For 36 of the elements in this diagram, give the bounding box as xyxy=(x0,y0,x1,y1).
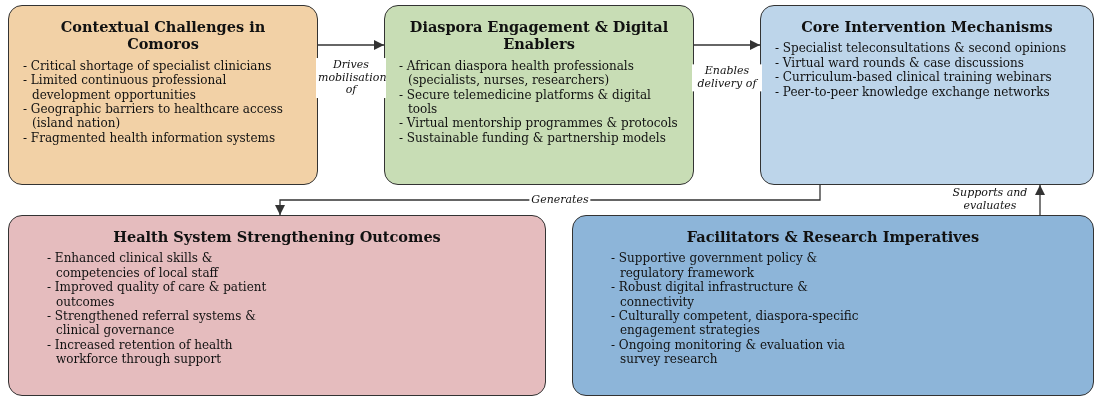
box-heading: Facilitators & Research Imperatives xyxy=(685,228,981,246)
arrow xyxy=(693,39,761,51)
bullet-item: - Sustainable funding & partnership models xyxy=(399,130,667,146)
box-heading: Core Intervention Mechanisms xyxy=(800,18,1054,36)
bullet-item: - Critical shortage of specialist clinicians xyxy=(23,58,273,74)
bullet-item: - Increased retention of health workforce through support xyxy=(47,337,234,367)
arrow xyxy=(1034,184,1046,216)
arrow xyxy=(274,184,821,216)
arrow xyxy=(317,39,385,51)
bullet-item: - Ongoing monitoring & evaluation via survey research xyxy=(611,337,846,367)
bullet-item: - Limited continuous professional development opportunities xyxy=(23,73,228,102)
bullet-item: - Improved quality of care & patient outcomes xyxy=(47,280,268,309)
bullet-item: - Strengthened referral systems & clinical governance xyxy=(47,308,257,338)
box-heading: Contextual Challenges in Comoros xyxy=(59,18,267,53)
bullet-item: - Enhanced clinical skills & competencies of local staff xyxy=(47,251,220,281)
bullet-item: - Supportive government policy & regulatory framework xyxy=(611,251,819,281)
category-box xyxy=(760,5,1094,185)
category-box xyxy=(572,215,1094,396)
box-heading: Health System Strengthening Outcomes xyxy=(112,228,442,246)
bullet-item: - Secure telemedicine platforms & digital tools xyxy=(399,87,652,117)
category-box xyxy=(384,5,694,185)
bullet-item: - Virtual mentorship programmes & protocols xyxy=(399,116,679,131)
bullet-item: - African diaspora health professionals (specialists, nurses, researchers) xyxy=(399,58,635,88)
bullet-item: - Robust digital infrastructure & connectivity xyxy=(611,280,809,309)
box-heading: Diaspora Engagement & Digital Enablers xyxy=(408,18,670,53)
bullet-item: - Specialist teleconsultations & second opinions xyxy=(775,41,1068,56)
bullet-item: - Geographic barriers to healthcare access (island nation) xyxy=(23,101,284,131)
bullet-item: - Peer-to-peer knowledge exchange networks xyxy=(775,84,1051,99)
bullet-item: - Culturally competent, diaspora-specific engagement strategies xyxy=(611,308,860,338)
category-box xyxy=(8,215,546,396)
edge-label: Drives mobilisation of xyxy=(316,58,386,98)
bullet-item: - Fragmented health information systems xyxy=(23,130,277,146)
category-box xyxy=(8,5,318,185)
edge-label: Enables delivery of xyxy=(692,64,762,92)
bullet-item: - Virtual ward rounds & case discussions xyxy=(775,55,1025,71)
bullet-item: - Curriculum-based clinical training webinars xyxy=(775,70,1053,85)
